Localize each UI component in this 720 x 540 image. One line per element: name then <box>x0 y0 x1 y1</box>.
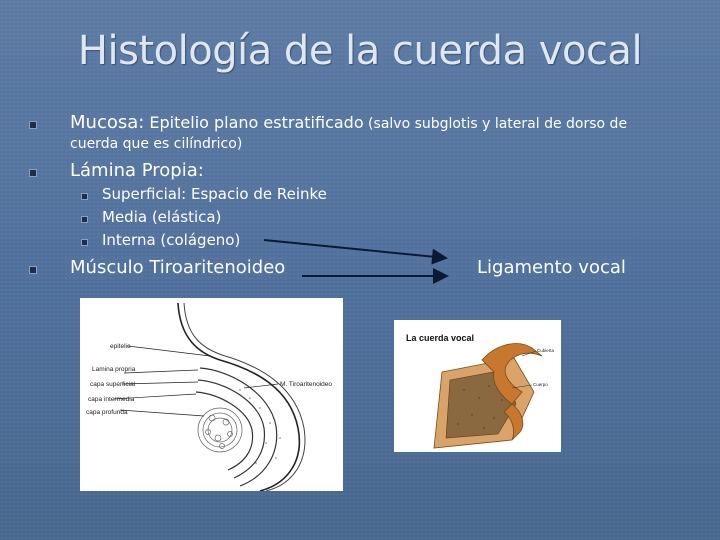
ligamento-vocal-label: Ligamento vocal <box>477 257 626 278</box>
label-capa-superficial: capa superficial <box>90 381 136 388</box>
label-cubierta: Cubierta <box>537 348 555 353</box>
sub-bullet-marker <box>81 193 88 200</box>
mucosa-bold: Epitelio plano estratificado <box>144 113 364 132</box>
bullet-mucosa: Mucosa: Epitelio plano estratificado (sa… <box>70 112 627 133</box>
sub-item-interna: Interna (colágeno) <box>102 231 241 249</box>
label-capa-intermedia: capa intermedia <box>88 396 135 403</box>
sub-item-superficial: Superficial: Espacio de Reinke <box>102 185 327 203</box>
bullet-marker <box>29 266 37 274</box>
mucosa-rest: (salvo subglotis y lateral de dorso de <box>363 116 628 132</box>
bullet-marker <box>29 121 37 129</box>
vocal-fold-figure: La cuerda vocal Cubierta Cuerpo <box>394 320 561 452</box>
slide-title: Histología de la cuerda vocal <box>77 28 643 74</box>
mucosa-lead: Mucosa: <box>70 112 145 133</box>
mucosa-continuation: cuerda que es cilíndrico) <box>70 136 243 152</box>
bullet-musculo: Músculo Tiroaritenoideo <box>70 257 286 278</box>
histology-drawing: epitelio Lamina propria capa superficial… <box>86 302 332 492</box>
sub-bullet-marker <box>81 239 88 246</box>
vocal-fold-drawing: La cuerda vocal Cubierta Cuerpo <box>406 333 555 449</box>
bullet-lamina-propia: Lámina Propia: <box>70 160 204 181</box>
label-epitelio: epitelio <box>110 343 131 350</box>
label-musculo: M. Tiroaritenoideo <box>280 381 332 388</box>
histology-figure: epitelio Lamina propria capa superficial… <box>80 298 343 492</box>
sub-bullet-marker <box>81 216 88 223</box>
label-lamina: Lamina propria <box>92 366 136 373</box>
label-cuerpo: Cuerpo <box>533 382 548 387</box>
sub-item-media: Media (elástica) <box>102 208 222 226</box>
vocal-fold-title: La cuerda vocal <box>406 333 474 343</box>
bullet-marker <box>29 169 37 177</box>
label-capa-profunda: capa profunda <box>86 409 128 416</box>
